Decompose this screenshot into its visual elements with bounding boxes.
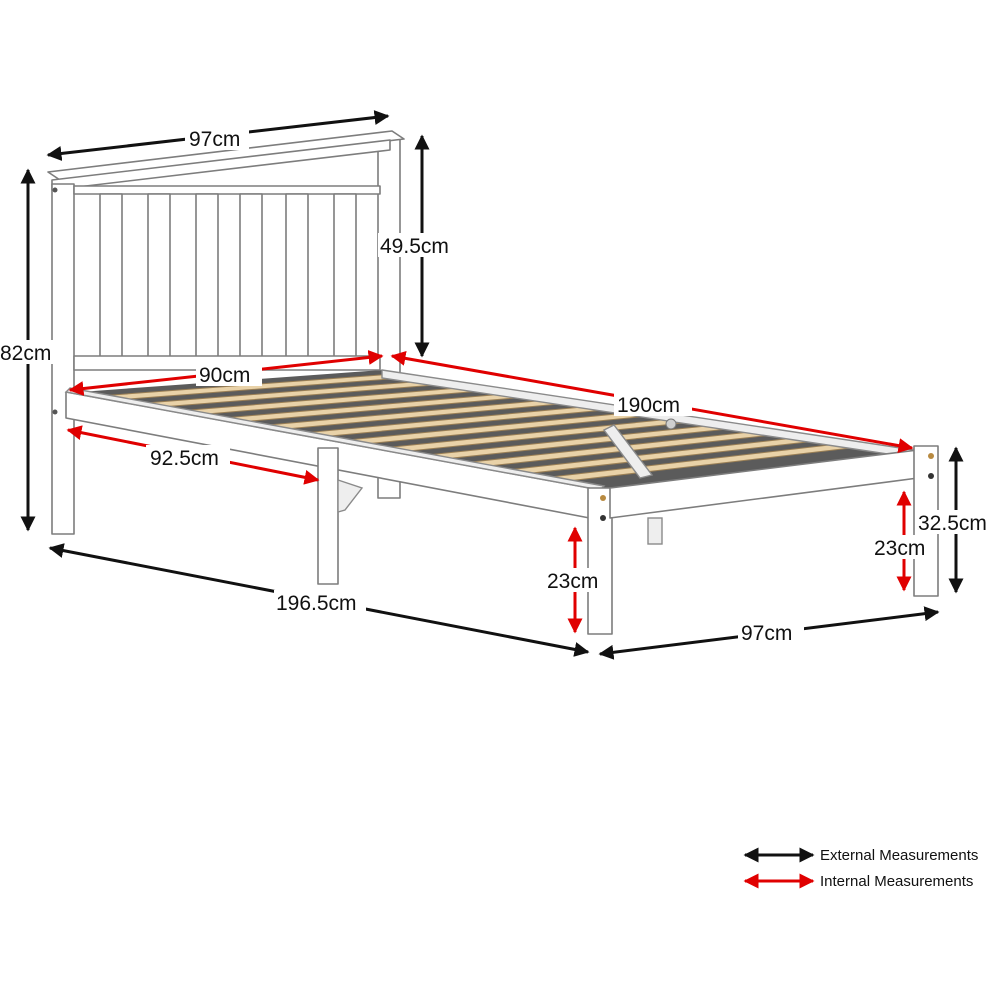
headboard-slats xyxy=(99,193,357,359)
headboard-slat xyxy=(285,193,309,359)
measurements: 97cm 49.5cm 82cm 90cm 190cm 92.5cm 196.5… xyxy=(0,110,996,660)
internal-width-label: 90cm xyxy=(199,364,250,387)
headboard-height-label: 49.5cm xyxy=(380,235,449,258)
legend: External Measurements Internal Measureme… xyxy=(743,847,978,890)
headboard-slat xyxy=(333,193,357,359)
headboard xyxy=(47,130,405,535)
back-clearance-label: 23cm xyxy=(874,537,925,560)
headboard-slat xyxy=(195,193,219,359)
total-width-label: 97cm xyxy=(741,622,792,645)
bed-illustration xyxy=(47,130,939,635)
side-internal-label: 92.5cm xyxy=(150,447,219,470)
internal-length-label: 190cm xyxy=(617,394,680,417)
front-clearance-label: 23cm xyxy=(547,570,598,593)
total-height-label: 82cm xyxy=(0,342,51,365)
internal-legend-label: Internal Measurements xyxy=(820,873,973,890)
total-length-label: 196.5cm xyxy=(276,592,357,615)
headboard-slat xyxy=(147,193,171,359)
headboard-slat xyxy=(239,193,263,359)
middle-leg xyxy=(317,447,339,585)
headboard-slat xyxy=(99,193,123,359)
headboard-width-label: 97cm xyxy=(189,128,240,151)
rear-right-leg xyxy=(647,517,663,545)
external-legend-label: External Measurements xyxy=(820,847,978,864)
footend-height-label: 32.5cm xyxy=(918,512,987,535)
front-left-leg xyxy=(587,487,613,635)
